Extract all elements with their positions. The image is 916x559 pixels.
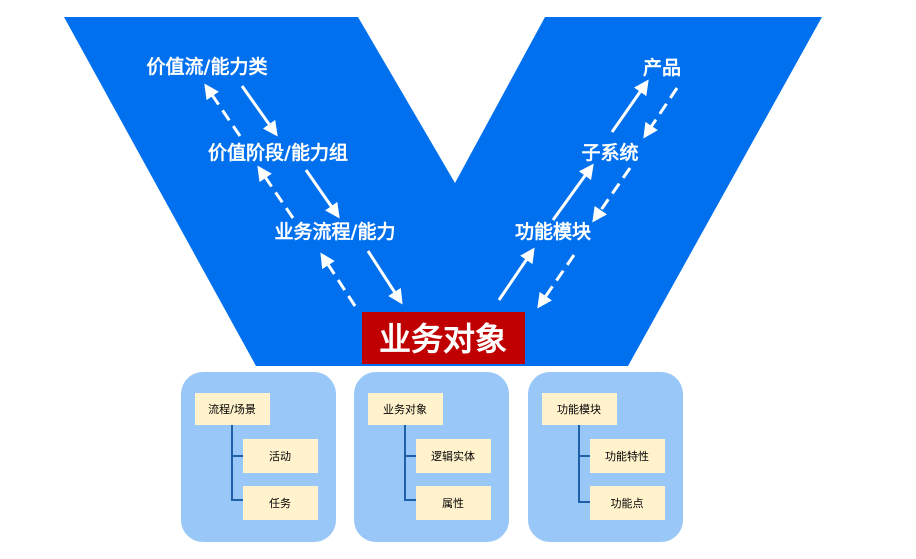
child-label: 属性 bbox=[442, 496, 464, 510]
label-function-module: 功能模块 bbox=[515, 220, 592, 243]
arrow-up-3 bbox=[610, 79, 649, 133]
arrow-down-3 bbox=[366, 250, 403, 305]
child-label: 任务 bbox=[269, 497, 291, 510]
parent-label: 流程/场景 bbox=[208, 402, 256, 416]
child-box bbox=[416, 486, 491, 520]
panel-process-scene: 流程/场景 活动 任务 bbox=[181, 372, 336, 542]
label-product: 产品 bbox=[643, 56, 681, 79]
label-value-stage: 价值阶段/能力组 bbox=[208, 141, 348, 164]
arrow-down-2 bbox=[304, 169, 340, 219]
tree-connector bbox=[404, 424, 416, 501]
panel-function-module: 功能模块 功能特性 功能点 bbox=[528, 372, 683, 542]
child-box bbox=[243, 486, 318, 520]
arrow-up-1 bbox=[497, 247, 535, 301]
tree-connector bbox=[578, 424, 590, 503]
child-box bbox=[243, 439, 318, 473]
arrow-down-dashed-3 bbox=[643, 87, 679, 139]
parent-box bbox=[195, 393, 270, 425]
panel-business-object: 业务对象 逻辑实体 属性 bbox=[354, 372, 509, 542]
arrow-up-dashed-3 bbox=[320, 252, 357, 307]
tree-connector bbox=[231, 424, 243, 501]
child-box bbox=[590, 486, 665, 520]
child-label: 逻辑实体 bbox=[431, 449, 475, 463]
business-object-box bbox=[362, 312, 525, 364]
arrow-down-dashed-1 bbox=[537, 254, 576, 309]
child-box bbox=[416, 439, 491, 473]
child-label: 活动 bbox=[269, 450, 291, 463]
arrow-up-dashed-2 bbox=[257, 165, 295, 219]
parent-box bbox=[368, 393, 443, 425]
business-object-label: 业务对象 bbox=[379, 320, 507, 358]
label-business-process: 业务流程/能力 bbox=[275, 220, 396, 243]
child-label: 功能点 bbox=[611, 496, 644, 510]
arrow-down-dashed-2 bbox=[592, 167, 632, 223]
label-value-stream: 价值流/能力类 bbox=[147, 55, 268, 78]
arrow-down-1 bbox=[240, 85, 278, 137]
parent-box bbox=[542, 393, 617, 425]
parent-label: 业务对象 bbox=[383, 402, 427, 416]
arrow-up-dashed-1 bbox=[204, 83, 242, 137]
child-label: 功能特性 bbox=[605, 449, 649, 463]
arrow-up-2 bbox=[551, 163, 594, 221]
child-box bbox=[590, 439, 665, 473]
label-subsystem: 子系统 bbox=[581, 141, 638, 164]
parent-label: 功能模块 bbox=[557, 402, 601, 416]
